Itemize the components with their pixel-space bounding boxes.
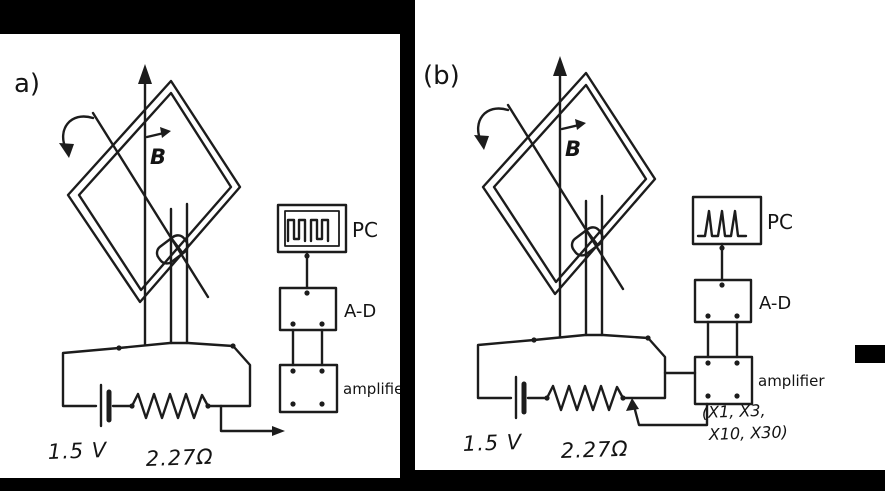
field-axis-arrowhead [553,56,567,76]
amplifier-label: amplifier [343,380,400,398]
amplifier-label: amplifier [758,372,825,390]
pc-screen-bezel [284,210,340,247]
resistor-label: 2.27Ω [560,437,629,463]
wire-to-resistor [632,402,709,427]
ad-label: A-D [344,301,376,322]
coil-outline-inner [77,91,233,292]
ad-box [278,286,338,332]
resistor-symbol [545,384,625,412]
coil-outline-outer [481,71,657,296]
gain-settings-line2: X10, X30) [707,422,788,444]
b-vector-arrow [145,131,166,139]
coil-outline-inner [492,83,648,284]
commutator [570,226,604,257]
apparatus-drawing-b [474,56,763,427]
wire-arrowhead [272,426,285,436]
pc-box [691,195,763,246]
ad-box [693,278,753,324]
axle-rod [91,111,210,299]
diagram-a: a) B PC A-D amplifier 1.5 V 2.27Ω [14,64,410,471]
wire-to-amplifier [219,404,278,433]
resistor-label: 2.27Ω [145,445,214,471]
wire-right [621,337,667,400]
ad-label: A-D [759,293,791,314]
support-bracket [532,333,650,342]
rotation-arrowhead [59,143,74,158]
pc-waveform-spikes [696,209,748,238]
b-vector-arrowhead [575,119,586,130]
rotation-arrowhead [474,135,489,150]
panel-a: a) B PC A-D amplifier 1.5 V 2.27Ω [0,34,410,478]
pc-waveform-square [286,218,330,243]
wire-right [206,345,252,408]
wire-left [61,346,121,408]
panel-b: (b) B PC A-D amplifier (X1, X3, X10, X30… [415,0,885,470]
wire-left [476,338,536,400]
field-label-b: B [150,145,166,169]
battery-label: 1.5 V [47,438,108,464]
field-axis-arrowhead [138,64,152,84]
pc-box [276,203,348,254]
amplifier-box [693,355,754,406]
panel-b-label: (b) [423,61,460,91]
b-vector-arrow [560,123,581,131]
gain-settings-line1: (X1, X3, [701,401,765,422]
resistor-symbol [130,392,210,420]
amplifier-box [278,363,339,414]
diagram-b: (b) B PC A-D amplifier (X1, X3, X10, X30… [423,56,825,463]
coil-outline-outer [66,79,242,304]
pc-label: PC [767,210,793,234]
apparatus-drawing-a [59,64,348,436]
support-bracket [117,341,235,350]
axle-rod [506,103,625,291]
panel-a-label: a) [14,69,40,99]
pc-label: PC [352,218,378,242]
field-label-b: B [565,137,581,161]
b-vector-arrowhead [160,127,171,138]
battery-label: 1.5 V [462,430,523,456]
commutator [155,234,189,265]
wire-arrowhead [626,398,639,411]
right-edge-notch [855,345,885,363]
